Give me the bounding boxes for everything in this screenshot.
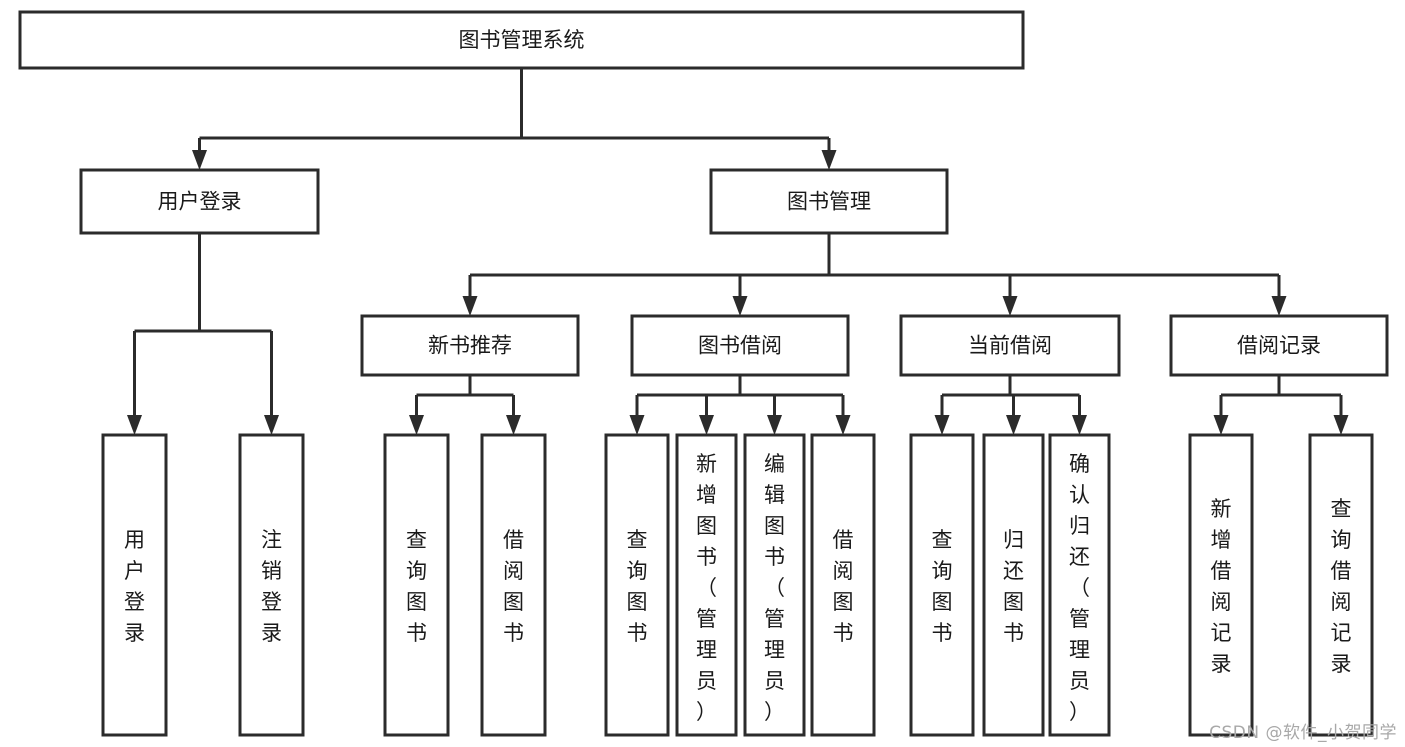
node-leaf-br-query[interactable]: 查询借阅记录 [1308,433,1374,737]
arrow-head-icon [1002,296,1018,316]
node-box[interactable] [909,433,975,737]
node-new-book-rec[interactable]: 新书推荐 [360,314,580,377]
node-label: 确认归还（管理员） [1069,452,1090,724]
arrow-head-icon [767,415,782,435]
arrow-head-icon [192,150,207,170]
node-box[interactable] [982,433,1045,737]
node-label: 用户登录 [124,528,145,645]
node-root[interactable]: 图书管理系统 [18,10,1025,70]
nodes-layer: 图书管理系统用户登录图书管理新书推荐图书借阅当前借阅借阅记录用户登录注销登录查询… [18,10,1389,737]
node-borrow-record[interactable]: 借阅记录 [1169,314,1389,377]
arrow-head-icon [699,415,714,435]
node-box[interactable] [101,433,168,737]
node-label: 编辑图书（管理员） [764,452,785,724]
arrow-head-icon [732,296,748,316]
node-leaf-bb-query[interactable]: 查询图书 [604,433,670,737]
node-leaf-rec-borrow[interactable]: 借阅图书 [480,433,547,737]
node-leaf-user-logout[interactable]: 注销登录 [238,433,305,737]
node-leaf-cb-query[interactable]: 查询图书 [909,433,975,737]
node-label: 图书管理 [787,190,871,214]
arrow-head-icon [462,296,478,316]
node-label: 图书管理系统 [459,28,585,52]
edge-group-root [192,68,837,170]
node-label: 借阅记录 [1237,334,1321,358]
node-box[interactable] [709,168,949,235]
edges-layer [127,68,1349,435]
node-leaf-user-login[interactable]: 用户登录 [101,433,168,737]
node-label: 新增图书（管理员） [696,452,717,724]
arrow-head-icon [506,415,521,435]
arrow-head-icon [629,415,645,435]
node-box[interactable] [810,433,876,737]
node-label: 归还图书 [1003,528,1024,645]
edge-group-book-manage [462,233,1287,316]
node-box[interactable] [383,433,450,737]
arrow-head-icon [1271,296,1287,316]
node-label: 图书借阅 [698,334,782,358]
node-leaf-cb-return[interactable]: 归还图书 [982,433,1045,737]
arrow-head-icon [934,415,950,435]
node-leaf-rec-query[interactable]: 查询图书 [383,433,450,737]
node-label: 借阅图书 [503,528,524,645]
arrow-head-icon [127,415,142,435]
node-label: 当前借阅 [968,334,1052,358]
node-label: 查询图书 [627,528,648,645]
node-box[interactable] [1188,433,1254,737]
node-label: 借阅图书 [833,528,854,645]
node-box[interactable] [630,314,850,377]
edge-group-borrow-record [1213,375,1349,435]
node-leaf-bb-borrow[interactable]: 借阅图书 [810,433,876,737]
arrow-head-icon [1006,415,1021,435]
node-box[interactable] [1169,314,1389,377]
arrow-head-icon [264,415,279,435]
node-label: 新增借阅记录 [1211,497,1232,676]
edge-group-current-borrow [934,375,1087,435]
node-box[interactable] [1048,433,1111,737]
node-box[interactable] [604,433,670,737]
edge-group-new-book-rec [409,375,521,435]
node-label: 查询图书 [406,528,427,645]
node-label: 查询图书 [932,528,953,645]
node-leaf-br-add[interactable]: 新增借阅记录 [1188,433,1254,737]
node-leaf-bb-add[interactable]: 新增图书（管理员） [675,433,738,737]
node-book-borrow[interactable]: 图书借阅 [630,314,850,377]
arrow-head-icon [1213,415,1229,435]
csdn-watermark: CSDN @软件_小贺同学 [1209,723,1397,743]
node-box[interactable] [675,433,738,737]
node-box[interactable] [18,10,1025,70]
node-leaf-bb-edit[interactable]: 编辑图书（管理员） [743,433,806,737]
node-box[interactable] [238,433,305,737]
node-box[interactable] [480,433,547,737]
node-box[interactable] [360,314,580,377]
node-box[interactable] [1308,433,1374,737]
arrow-head-icon [821,150,837,170]
node-leaf-cb-confirm[interactable]: 确认归还（管理员） [1048,433,1111,737]
node-box[interactable] [743,433,806,737]
arrow-head-icon [409,415,424,435]
edge-group-book-borrow [629,375,851,435]
node-label: 用户登录 [158,190,242,214]
node-box[interactable] [899,314,1121,377]
arrow-head-icon [1333,415,1349,435]
node-label: 查询借阅记录 [1331,497,1352,676]
arrow-head-icon [835,415,851,435]
node-book-manage[interactable]: 图书管理 [709,168,949,235]
arrow-head-icon [1072,415,1087,435]
node-user-login[interactable]: 用户登录 [79,168,320,235]
node-current-borrow[interactable]: 当前借阅 [899,314,1121,377]
edge-group-user-login [127,233,279,435]
node-label: 注销登录 [261,528,282,645]
node-label: 新书推荐 [428,334,512,358]
node-box[interactable] [79,168,320,235]
